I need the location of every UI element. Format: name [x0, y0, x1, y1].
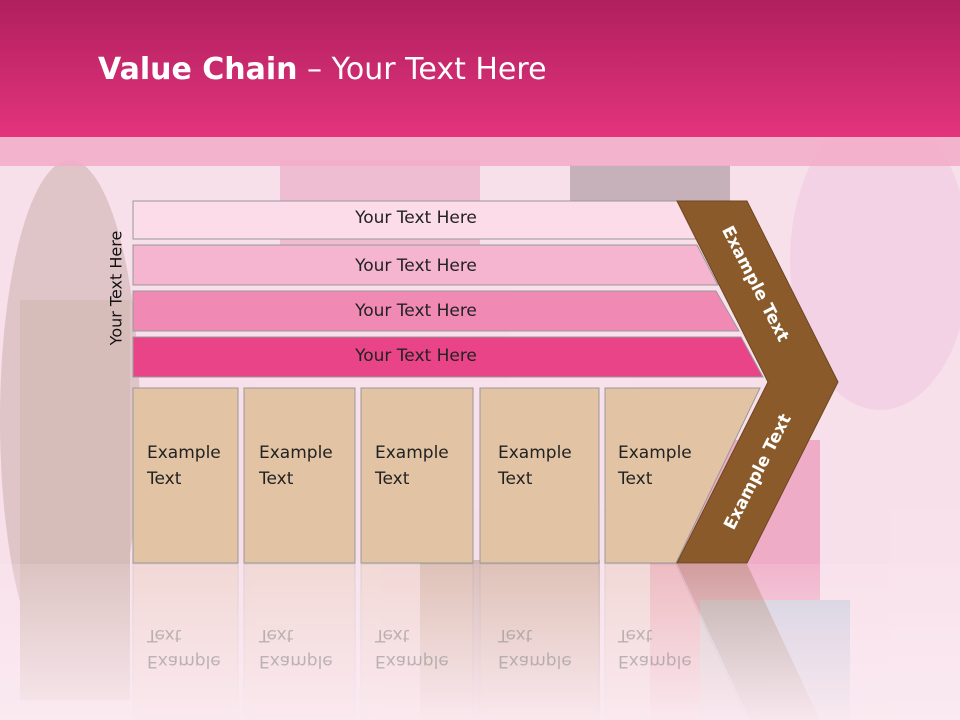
bar-3	[132, 290, 740, 332]
reflect-box-4-line2: Text	[498, 625, 533, 645]
reflect-box-1-line2: Text	[147, 625, 182, 645]
box-2-line2: Text	[259, 469, 294, 489]
side-label: Your Text Here	[106, 230, 126, 346]
bar-4	[132, 336, 764, 378]
reflection-fade	[0, 564, 960, 720]
bar-1-label: Your Text Here	[355, 208, 477, 228]
bar-3-label: Your Text Here	[355, 301, 477, 321]
reflect-box-2: Example Text	[259, 622, 364, 674]
reflect-box-1: Example Text	[147, 622, 252, 674]
title-rest: – Your Text Here	[297, 52, 547, 87]
box-4-line1: Example	[498, 443, 572, 463]
box-4	[479, 387, 600, 564]
bar-2-label: Your Text Here	[355, 256, 477, 276]
box-3-line2: Text	[375, 469, 410, 489]
reflect-box-4: Example Text	[498, 622, 603, 674]
reflect-box-2-line1: Example	[259, 651, 333, 671]
reflect-box-5: Example Text	[618, 622, 723, 674]
reflect-box-3: Example Text	[375, 622, 480, 674]
reflect-box-3-line2: Text	[375, 625, 410, 645]
reflection-text: Example Text Example Text Example Text Exam…	[0, 564, 960, 720]
reflect-box-5-line2: Text	[618, 625, 653, 645]
box-5-line1: Example	[618, 443, 692, 463]
box-1-line2: Text	[147, 469, 182, 489]
box-5-line2: Text	[618, 469, 653, 489]
box-1	[132, 387, 239, 564]
header-under-band	[0, 137, 960, 166]
header-band	[0, 0, 960, 137]
reflect-box-4-line1: Example	[498, 651, 572, 671]
chevron-arrow	[676, 200, 839, 564]
bar-2	[132, 244, 719, 286]
bar-4-label: Your Text Here	[355, 346, 477, 366]
page-title: Value Chain – Your Text Here	[98, 52, 547, 87]
reflect-box-1-line1: Example	[147, 651, 221, 671]
box-4-line2: Text	[498, 469, 533, 489]
reflect-box-2-line2: Text	[259, 625, 294, 645]
reflect-box-3-line1: Example	[375, 651, 449, 671]
box-1-line1: Example	[147, 443, 221, 463]
box-5	[604, 387, 761, 564]
box-3	[360, 387, 474, 564]
reflect-box-5-line1: Example	[618, 651, 692, 671]
title-bold: Value Chain	[98, 52, 298, 87]
box-3-line1: Example	[375, 443, 449, 463]
box-2	[243, 387, 356, 564]
box-2-line1: Example	[259, 443, 333, 463]
